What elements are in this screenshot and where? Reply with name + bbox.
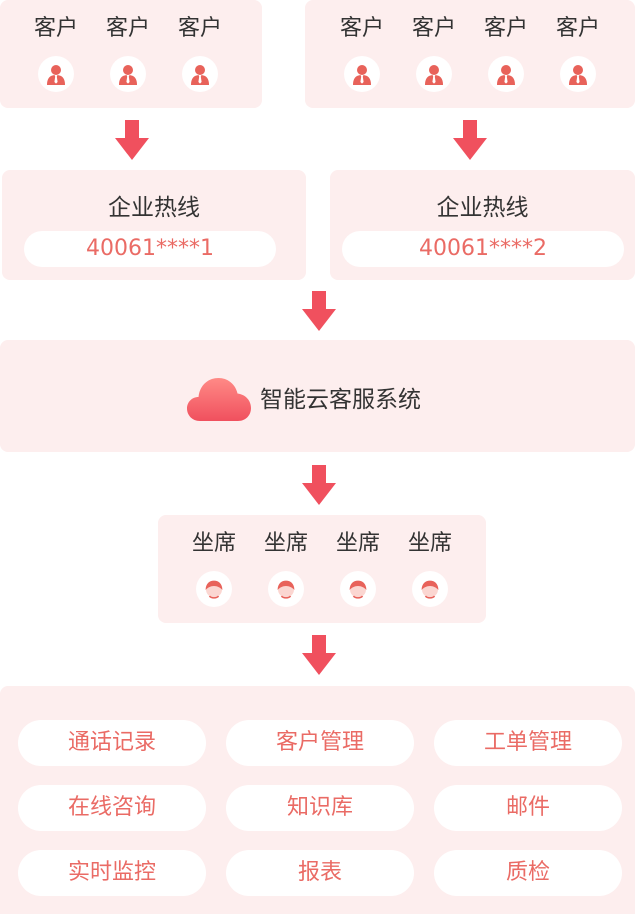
feature-realtime-monitoring[interactable]: 实时监控 bbox=[18, 850, 206, 896]
customer-right-3: 客户 bbox=[482, 16, 530, 92]
customer-left-3: 客户 bbox=[176, 16, 224, 92]
agent-icon bbox=[196, 571, 232, 607]
person-icon bbox=[560, 56, 596, 92]
person-icon bbox=[110, 56, 146, 92]
cloud-icon bbox=[187, 378, 251, 421]
agent-label: 坐席 bbox=[407, 531, 452, 556]
hotline-number: 40061****1 bbox=[24, 231, 276, 267]
person-icon bbox=[416, 56, 452, 92]
feature-quality-inspection[interactable]: 质检 bbox=[434, 850, 622, 896]
agent-2: 坐席 bbox=[262, 531, 310, 607]
hotline-title: 企业热线 bbox=[108, 195, 200, 221]
person-icon bbox=[38, 56, 74, 92]
feature-call-records[interactable]: 通话记录 bbox=[18, 720, 206, 766]
system-panel bbox=[0, 340, 635, 452]
customer-label: 客户 bbox=[411, 16, 456, 41]
agent-icon bbox=[268, 571, 304, 607]
customer-label: 客户 bbox=[339, 16, 384, 41]
hotline-title: 企业热线 bbox=[436, 195, 529, 221]
agent-label: 坐席 bbox=[335, 531, 380, 556]
agent-1: 坐席 bbox=[190, 531, 238, 607]
person-icon bbox=[488, 56, 524, 92]
feature-reports[interactable]: 报表 bbox=[226, 850, 414, 896]
agent-3: 坐席 bbox=[334, 531, 382, 607]
customer-label: 客户 bbox=[33, 16, 78, 41]
customer-right-2: 客户 bbox=[410, 16, 458, 92]
arrow-down-icon bbox=[302, 465, 336, 505]
feature-knowledge-base[interactable]: 知识库 bbox=[226, 785, 414, 831]
feature-email[interactable]: 邮件 bbox=[434, 785, 622, 831]
system-title: 智能云客服系统 bbox=[260, 387, 421, 413]
customer-left-1: 客户 bbox=[32, 16, 80, 92]
arrow-down-icon bbox=[453, 120, 487, 160]
agent-icon bbox=[340, 571, 376, 607]
feature-customer-management[interactable]: 客户管理 bbox=[226, 720, 414, 766]
customer-label: 客户 bbox=[105, 16, 150, 41]
agent-label: 坐席 bbox=[263, 531, 308, 556]
person-icon bbox=[344, 56, 380, 92]
feature-ticket-management[interactable]: 工单管理 bbox=[434, 720, 622, 766]
arrow-down-icon bbox=[302, 291, 336, 331]
customer-label: 客户 bbox=[483, 16, 528, 41]
agent-icon bbox=[412, 571, 448, 607]
agent-4: 坐席 bbox=[406, 531, 454, 607]
arrow-down-icon bbox=[115, 120, 149, 160]
customer-right-1: 客户 bbox=[338, 16, 386, 92]
customer-right-4: 客户 bbox=[554, 16, 602, 92]
hotline-number: 40061****2 bbox=[342, 231, 624, 267]
person-icon bbox=[182, 56, 218, 92]
feature-online-consultation[interactable]: 在线咨询 bbox=[18, 785, 206, 831]
customer-left-2: 客户 bbox=[104, 16, 152, 92]
customer-label: 客户 bbox=[555, 16, 600, 41]
agent-label: 坐席 bbox=[191, 531, 236, 556]
customer-label: 客户 bbox=[177, 16, 222, 41]
arrow-down-icon bbox=[302, 635, 336, 675]
